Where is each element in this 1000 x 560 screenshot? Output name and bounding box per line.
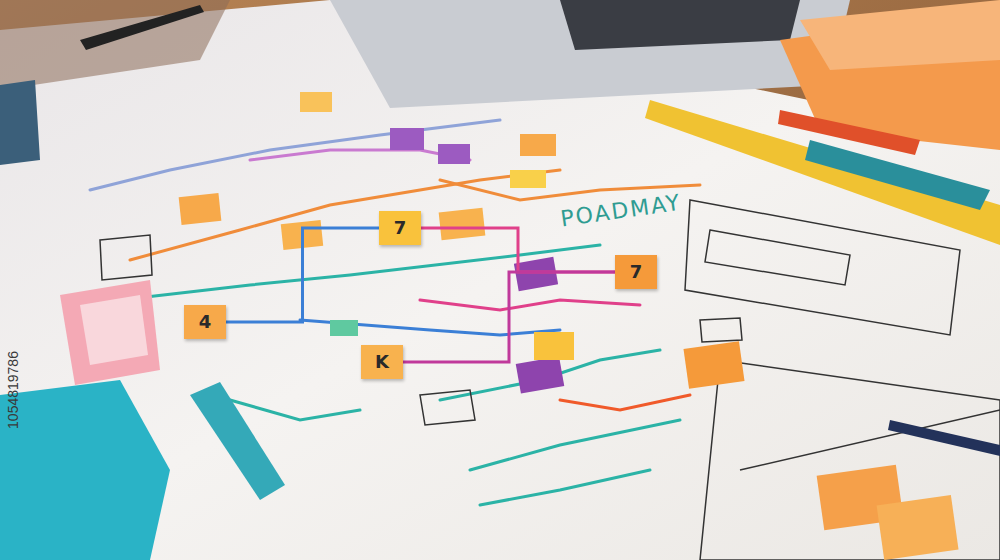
- flow-connector: [403, 272, 615, 362]
- marker-pen: [778, 110, 920, 155]
- sticky-note: [514, 257, 558, 292]
- sticky-note: [439, 208, 486, 240]
- flow-line: [300, 320, 560, 335]
- laptop-keyboard: [560, 0, 800, 50]
- flow-line: [250, 150, 470, 160]
- wireframe-box: [685, 200, 960, 335]
- wireframe: [100, 200, 1000, 560]
- sticky-note: [330, 320, 358, 336]
- wireframe-box: [700, 318, 742, 342]
- flow-line: [130, 170, 560, 260]
- flow-lines: [90, 120, 700, 505]
- flow-line: [90, 120, 500, 190]
- ruler: [645, 100, 1000, 245]
- sticky-note: [534, 332, 574, 360]
- roadmap-heading: POADMAY: [559, 190, 683, 232]
- sticky-note: [520, 134, 556, 156]
- sticky-note: [516, 356, 565, 393]
- sticky-note: K: [361, 345, 403, 379]
- pen: [80, 5, 204, 50]
- flow-line: [230, 400, 360, 420]
- sticky-note: 7: [615, 255, 657, 289]
- sticky-note: [179, 193, 222, 225]
- sticky-pad: [800, 0, 1000, 70]
- wireframe-box: [420, 390, 475, 425]
- decor-notes: [179, 92, 959, 560]
- flow-line: [470, 420, 680, 470]
- laptop: [330, 0, 850, 108]
- sticky-note: [510, 170, 546, 188]
- hand-blur: [0, 0, 230, 90]
- wireframe-box: [705, 230, 850, 285]
- sticky-note: [877, 495, 959, 560]
- sticky-note: [390, 128, 424, 150]
- pen-cap: [190, 382, 285, 500]
- note-text: K: [375, 352, 389, 372]
- flow-line: [560, 395, 690, 410]
- teal-box: [0, 380, 170, 560]
- wireframe-box: [100, 235, 152, 280]
- pen: [888, 420, 1000, 456]
- notebook: [0, 80, 40, 165]
- sticky-note: 4: [184, 305, 226, 339]
- note-text: 7: [630, 262, 643, 282]
- stock-id-watermark: 1054819786: [5, 351, 21, 429]
- eraser-box-top: [80, 295, 148, 365]
- flow-connector: [226, 228, 379, 322]
- wireframe-box: [700, 360, 1000, 560]
- flow-line: [480, 470, 650, 505]
- wireframe-line: [740, 410, 1000, 470]
- flow-connector: [421, 228, 615, 272]
- sticky-note: [438, 144, 470, 164]
- note-text: 4: [199, 312, 212, 332]
- sticky-note: [300, 92, 332, 112]
- eraser-box: [60, 280, 160, 385]
- sticky-note: [683, 341, 744, 388]
- sticky-note: 7: [379, 211, 421, 245]
- flow-line: [420, 300, 640, 310]
- note-text: 7: [394, 218, 407, 238]
